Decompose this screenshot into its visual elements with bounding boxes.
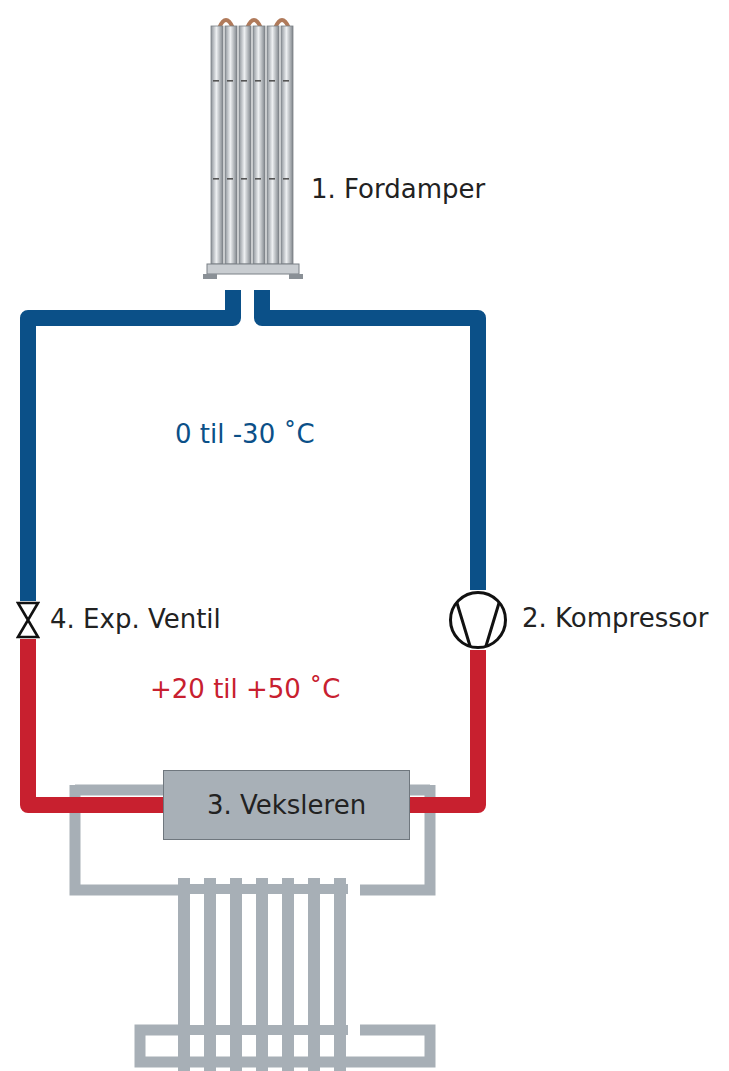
box-label: 3. Veksleren (207, 790, 366, 820)
valve-drawing (16, 601, 40, 639)
compressor-drawing (448, 590, 508, 650)
refrigerant-pipe (410, 650, 478, 805)
expansion-valve: 4. Exp. Ventil (16, 601, 40, 639)
refrigerant-pipe (28, 639, 163, 805)
part-label: 2. Kompressor (522, 604, 708, 633)
part-label: 4. Exp. Ventil (50, 605, 221, 634)
compressor-symbol: 2. Kompressor (448, 590, 508, 650)
exchanger-box: 3. Veksleren (163, 770, 410, 840)
part-label: 1. Fordamper (311, 175, 485, 204)
coil-drawing (203, 10, 303, 292)
temperature-label: 0 til -30 ˚C (175, 420, 315, 449)
temperature-label: +20 til +50 ˚C (150, 675, 340, 704)
evaporator-coil: 1. Fordamper (203, 10, 303, 292)
radiator (178, 878, 348, 1071)
